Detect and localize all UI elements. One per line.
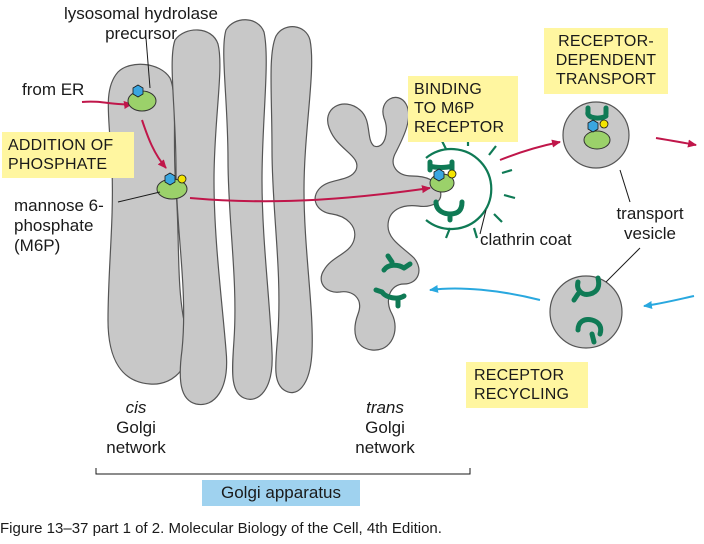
arrow-to-lysosome — [655, 137, 697, 148]
label-m6p-line2: phosphate — [14, 216, 94, 235]
label-trans-line2: Golgi — [365, 418, 405, 437]
trans-golgi-network — [314, 96, 442, 351]
leader-lines — [95, 37, 641, 475]
step-transport-text: RECEPTOR- DEPENDENT TRANSPORT — [544, 32, 668, 89]
arrow-to-receptor-binding — [189, 185, 431, 203]
label-hydrolase-line1: lysosomal hydrolase — [63, 4, 218, 23]
empty-m6p-receptor — [433, 199, 465, 223]
step-binding-line2: TO M6P — [414, 100, 475, 117]
label-transport-vesicle: transport vesicle — [600, 204, 700, 244]
step-recycling-line2: RECYCLING — [474, 386, 570, 403]
figure-caption: Figure 13–37 part 1 of 2. Molecular Biol… — [0, 520, 442, 537]
label-cis-line3: network — [106, 438, 166, 457]
step-box-transport — [544, 28, 668, 94]
label-hydrolase-line2: precursor — [105, 24, 177, 43]
bound-receptor-complex — [427, 159, 457, 193]
label-cis-golgi: cis Golgi network — [96, 398, 176, 458]
forward-transport-arrows — [81, 100, 697, 203]
label-lysosomal-hydrolase: lysosomal hydrolase precursor — [16, 4, 266, 44]
label-trans-line1: trans — [366, 398, 404, 417]
label-trans-line3: network — [355, 438, 415, 457]
step-transport-line2: DEPENDENT — [555, 52, 657, 69]
step-recycling-text: RECEPTOR RECYCLING — [474, 366, 569, 404]
recycling-arrows — [429, 284, 695, 309]
recycling-vesicle — [549, 275, 623, 349]
step-box-binding — [408, 76, 518, 142]
label-m6p: mannose 6- phosphate (M6P) — [14, 196, 104, 256]
label-from-er: from ER — [22, 80, 85, 99]
recycling-vesicle-receptors — [571, 275, 604, 345]
label-cis-line1: cis — [125, 398, 147, 417]
arrow-to-transport-vesicle — [499, 139, 561, 161]
label-m6p-line1: mannose 6- — [14, 196, 104, 215]
step-box-addition — [2, 132, 134, 178]
phosphorylated-hydrolase-protein — [156, 172, 188, 200]
step-addition-text: ADDITION OF PHOSPHATE — [8, 136, 113, 174]
tgn-receptors — [373, 253, 413, 309]
golgi-apparatus-box — [202, 480, 360, 506]
label-clathrin-coat: clathrin coat — [480, 230, 572, 249]
medial-cisterna-2 — [223, 19, 273, 400]
step-transport-line1: RECEPTOR- — [558, 33, 654, 50]
step-addition-line2: PHOSPHATE — [8, 156, 108, 173]
arrow-from-er — [81, 100, 133, 109]
medial-cisterna-3 — [270, 26, 313, 394]
hydrolase-precursor-protein — [127, 84, 157, 112]
medial-cisterna-1 — [171, 29, 228, 406]
arrow-receptor-return-to-tgn — [429, 284, 541, 301]
label-transport-vesicle-line1: transport — [616, 204, 684, 223]
step-box-recycling — [466, 362, 588, 408]
arrow-to-phosphorylation — [141, 119, 167, 169]
label-golgi-apparatus: Golgi apparatus — [220, 483, 342, 502]
label-trans-golgi: trans Golgi network — [340, 398, 430, 458]
step-recycling-line1: RECEPTOR — [474, 367, 565, 384]
label-cis-line2: Golgi — [116, 418, 156, 437]
step-binding-text: BINDING TO M6P RECEPTOR — [414, 80, 504, 137]
step-binding-line1: BINDING — [414, 81, 483, 98]
arrow-receptor-return-in — [643, 295, 695, 309]
label-transport-vesicle-line2: vesicle — [624, 224, 676, 243]
step-binding-line3: RECEPTOR — [414, 119, 505, 136]
label-m6p-line3: (M6P) — [14, 236, 61, 255]
step-transport-line3: TRANSPORT — [555, 71, 657, 88]
step-addition-line1: ADDITION OF — [8, 137, 114, 154]
vesicle-receptor-complex — [583, 105, 611, 150]
